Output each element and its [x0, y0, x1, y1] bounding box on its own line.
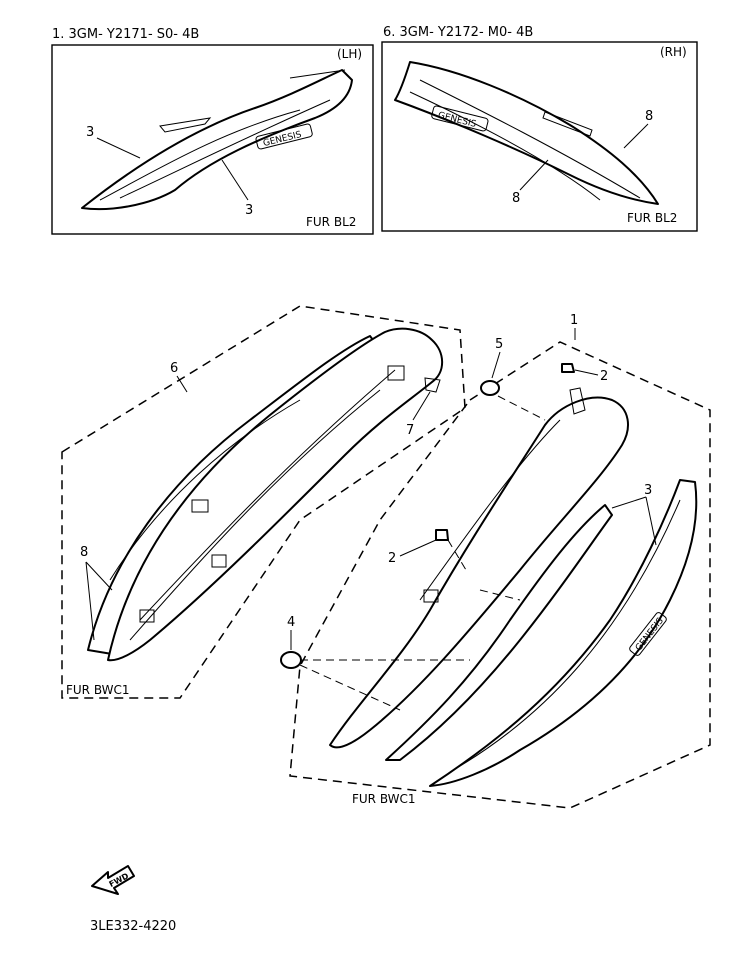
assembly-line-4	[299, 664, 401, 711]
rh-cover-inner-rib	[129, 389, 381, 641]
inset-lh-top-edge	[289, 69, 346, 79]
rh-cover-bracket-top	[387, 365, 405, 381]
callout-4: 4	[287, 615, 295, 630]
header-lh-part-number: 1. 3GM- Y2171- S0- 4B	[52, 27, 199, 42]
assembly-line-5	[497, 395, 546, 421]
group-rh-cover-boundary	[61, 305, 466, 699]
callout-1: 1	[570, 313, 578, 328]
group-lh-cover: FUR BWC1 1 GENESIS 5 2 2 3 4	[280, 313, 711, 809]
callout-3-lh-upper: 3	[86, 125, 94, 140]
assembly-line-2	[447, 539, 467, 571]
inset-rh: (RH) FUR BL2 GENESIS 8 8	[381, 41, 698, 232]
clip-part-2-upper	[561, 363, 575, 373]
leader-8-b	[85, 561, 113, 591]
leader-2-upper	[574, 369, 599, 376]
rh-cover-clip-mid	[191, 499, 209, 513]
group-rh-cover: FUR BWC1 6 7 8	[61, 305, 466, 699]
inset-rh-upper-strip	[542, 111, 593, 137]
lh-cover-tab-top	[569, 387, 586, 415]
diagram-code: 3LE332-4220	[90, 919, 176, 934]
grommet-part-4	[280, 651, 302, 669]
callout-7: 7	[406, 423, 414, 438]
lh-cover-clip	[423, 589, 439, 603]
inset-lh-upper-strip	[159, 117, 212, 133]
forward-arrow-icon: FWD	[91, 865, 135, 895]
lh-cover-rib	[419, 419, 561, 601]
callout-8-group: 8	[80, 545, 88, 560]
header-rh-part-number: 6. 3GM- Y2172- M0- 4B	[383, 25, 533, 40]
leader-8-rh-upper	[623, 123, 649, 149]
clip-part-2-lower	[435, 529, 449, 541]
inset-rh-stripe	[419, 79, 641, 199]
leader-3-b	[645, 496, 657, 546]
inset-lh-decal	[255, 123, 313, 150]
inset-lh-side: (LH)	[337, 47, 362, 61]
assembly-line-3	[479, 589, 521, 601]
inset-lh-color: FUR BL2	[306, 215, 356, 229]
leader-7	[412, 391, 431, 421]
lh-decal-panel-rib	[449, 499, 681, 773]
leader-6	[176, 375, 188, 393]
leader-8-rh-lower	[519, 159, 549, 191]
callout-8-rh-lower: 8	[512, 191, 520, 206]
callout-8-rh-upper: 8	[645, 109, 653, 124]
callout-2-lower: 2	[388, 551, 396, 566]
lh-cover-decal-panel	[429, 479, 698, 787]
leader-3-a	[611, 496, 647, 509]
rh-cover-clip-bottom	[139, 609, 155, 623]
leader-5	[491, 351, 501, 379]
rh-cover-clip-low	[211, 554, 227, 568]
rh-cover-inner-rib-2	[139, 369, 396, 621]
lh-cover-stripe-panel	[385, 504, 613, 761]
callout-2-upper: 2	[600, 369, 608, 384]
inset-lh-stripe	[99, 109, 301, 201]
inset-rh-decal	[431, 105, 489, 132]
inset-rh-side-cover	[394, 61, 659, 205]
inset-rh-color: FUR BL2	[627, 211, 677, 225]
grommet-part-7	[424, 377, 441, 393]
inset-rh-stripe-2	[409, 91, 601, 201]
callout-5: 5	[495, 337, 503, 352]
rh-cover-outer-rib	[109, 399, 301, 581]
group-rh-cover-color: FUR BWC1	[66, 683, 130, 697]
fwd-arrow-shape	[91, 865, 135, 895]
callout-3-lh-lower: 3	[245, 203, 253, 218]
inset-lh-frame	[51, 44, 374, 235]
leader-8-a	[85, 561, 95, 641]
leader-3-lh-lower	[221, 159, 249, 201]
inset-lh-stripe-2	[119, 99, 331, 199]
lh-decal-badge	[629, 612, 667, 656]
callout-3-group: 3	[644, 483, 652, 498]
rh-side-cover-inner	[107, 327, 444, 662]
inset-rh-frame	[381, 41, 698, 232]
leader-2-lower	[399, 539, 437, 557]
callout-6: 6	[170, 361, 178, 376]
leader-3-lh-upper	[96, 137, 141, 159]
inset-lh: (LH) FUR BL2 GENESIS 3 3	[51, 44, 374, 235]
group-lh-cover-color: FUR BWC1	[352, 792, 416, 806]
group-lh-cover-boundary	[289, 341, 711, 809]
inset-rh-side: (RH)	[660, 45, 687, 59]
grommet-part-5	[480, 380, 500, 396]
